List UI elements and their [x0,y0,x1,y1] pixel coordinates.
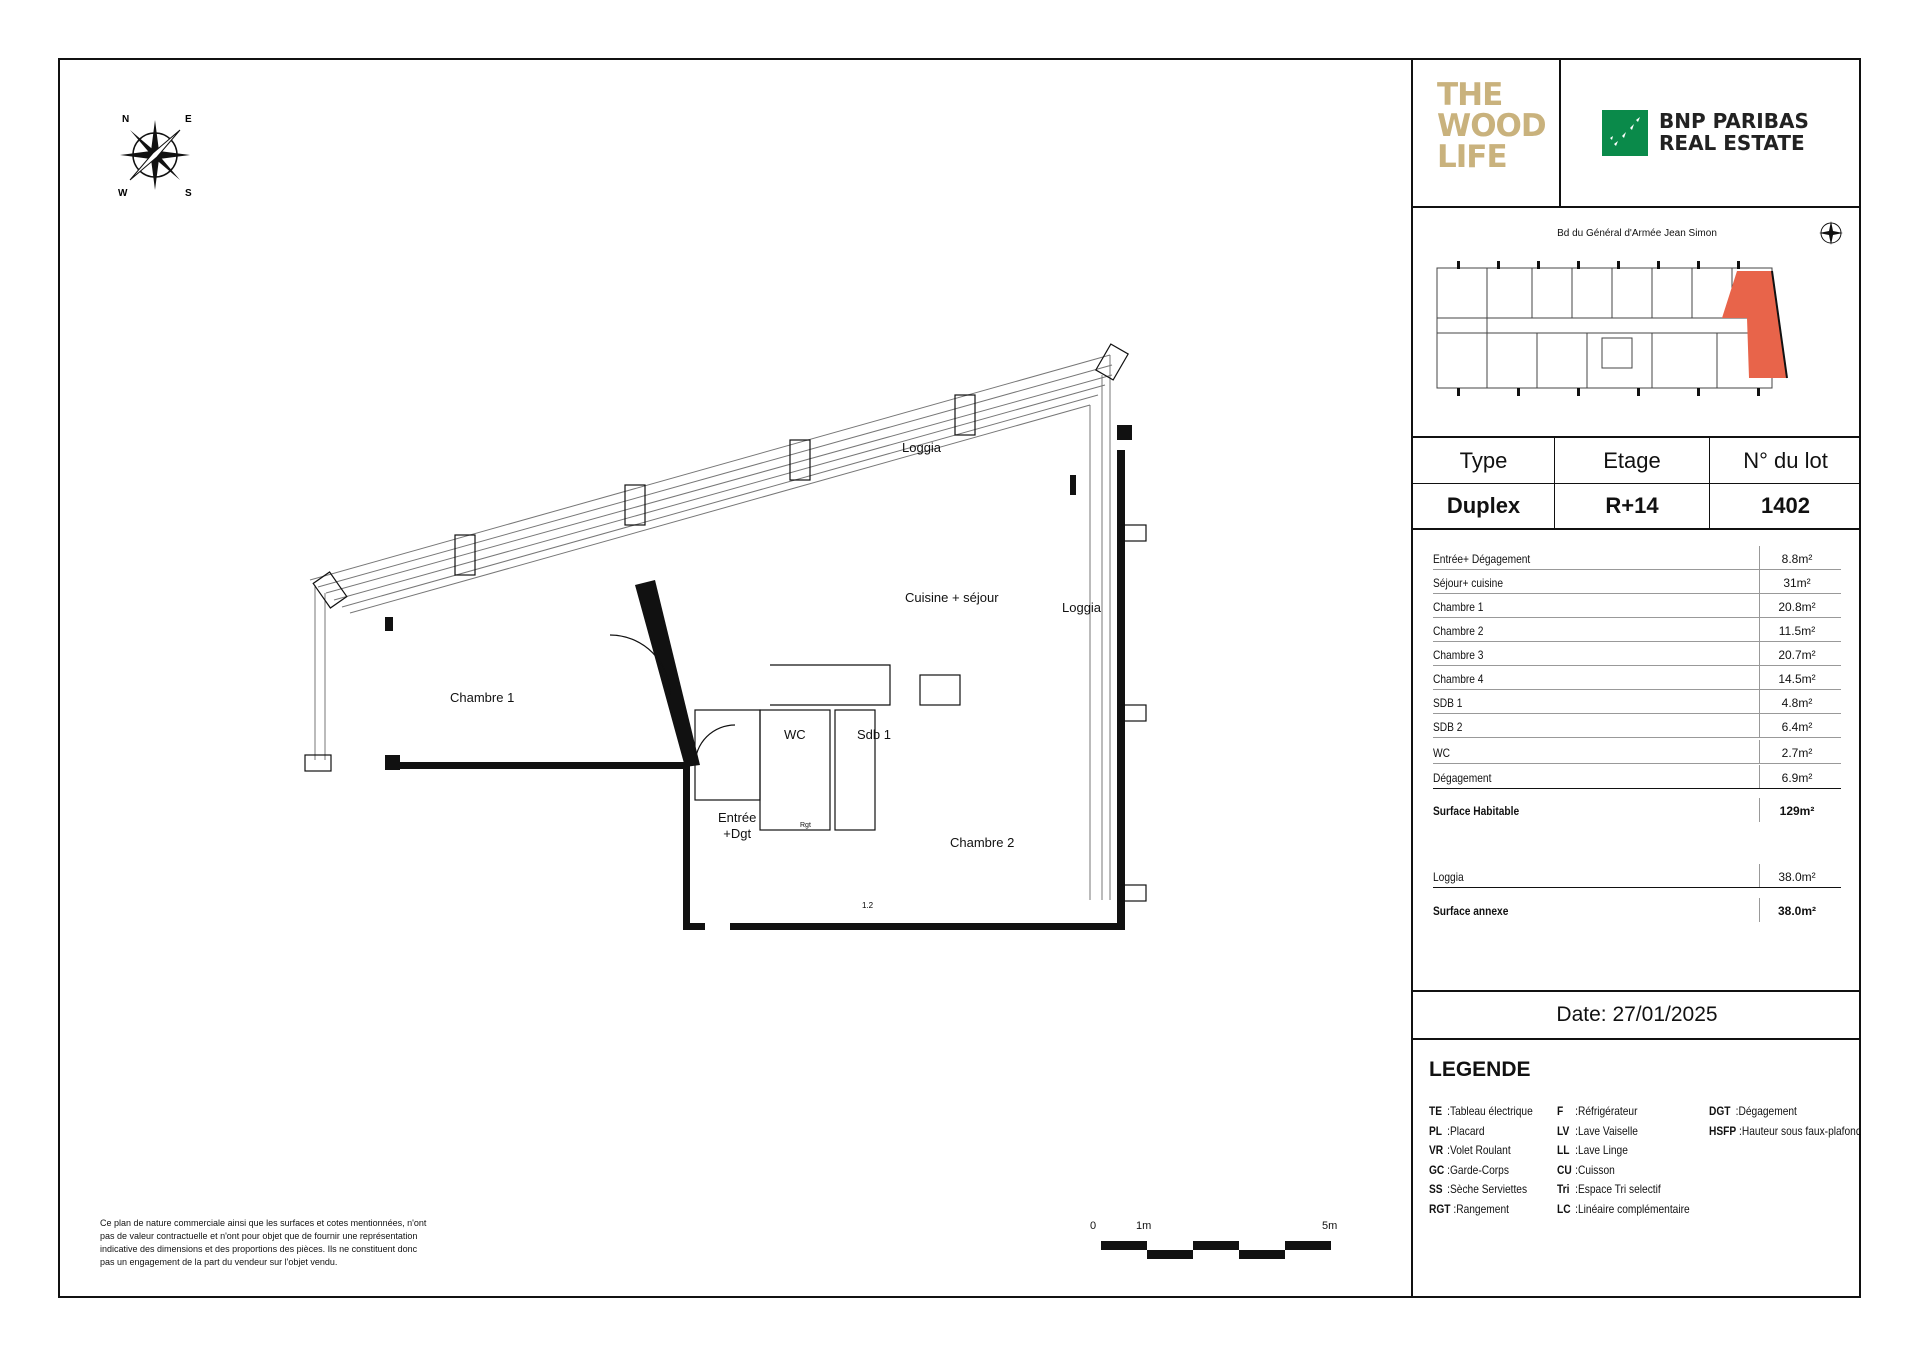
legend-item: F :Réfrigérateur [1557,1104,1638,1118]
info-panel: THE WOOD LIFE BNP PARIBAS REAL ESTATE Bd… [1411,58,1862,1298]
street-name: Bd du Général d'Armée Jean Simon [1557,228,1717,239]
legend-item: Tri :Espace Tri selectif [1557,1182,1661,1196]
compass-e: E [185,114,192,125]
lot-header: N° du lot [1710,438,1861,484]
floor-plan-drawing: 1.2 [304,343,1147,930]
compass-w: W [118,188,128,199]
scale-zero: 0 [1090,1220,1097,1232]
svg-text:1.2: 1.2 [862,901,874,910]
legend-item: VR :Volet Roulant [1429,1143,1511,1157]
compass-s: S [185,188,192,199]
label-rgt: Rgt [800,822,811,829]
legend-item: GC :Garde-Corps [1429,1162,1509,1177]
location-minimap: Bd du Général d'Armée Jean Simon [1413,208,1861,438]
scale-one: 1m [1136,1220,1152,1232]
legend-item: SS :Sèche Serviettes [1429,1182,1528,1196]
label-cuisine-sejour: Cuisine + séjour [905,590,999,605]
building-floorplan-mini [1436,261,1788,396]
wood-life-logo: THE WOOD LIFE [1413,58,1561,206]
legend-item: DGT :Dégagement [1709,1104,1797,1118]
wood-life-logo-text: THE WOOD LIFE [1437,77,1547,175]
label-sdb-1: Sdb 1 [857,727,891,742]
compass-icon: N E S W [118,114,192,199]
label-wc: WC [784,727,806,742]
legend-column: TE :Tableau électrique PL :Placard VR :V… [1429,1104,1551,1221]
type-header: Type [1413,438,1555,484]
scale-five: 5m [1322,1220,1338,1232]
legend-item: LL :Lave Linge [1557,1143,1628,1157]
label-loggia-top: Loggia [902,440,942,455]
type-value: Duplex [1413,484,1555,530]
legend-column: F :Réfrigérateur LV :Lave Vaiselle LL :L… [1557,1104,1713,1221]
legend-title: LEGENDE [1429,1058,1531,1081]
legend-item: LC :Linéaire complémentaire [1557,1201,1690,1216]
legend-item: TE :Tableau électrique [1429,1104,1533,1118]
bnp-logo-text: BNP PARIBAS REAL ESTATE [1659,109,1809,155]
legend-item: PL :Placard [1429,1123,1485,1138]
label-chambre-1: Chambre 1 [450,690,515,705]
disclaimer-text: Ce plan de nature commerciale ainsi que … [100,1218,427,1267]
legend-column: DGT :Dégagement HSFP :Hauteur sous faux-… [1709,1104,1888,1143]
legend-item: CU :Cuisson [1557,1162,1615,1177]
etage-value: R+14 [1555,484,1710,530]
compass-n: N [122,114,129,125]
sheet-frame [58,58,1861,1298]
legend-item: HSFP :Hauteur sous faux-plafond [1709,1123,1862,1138]
legend-item: LV :Lave Vaiselle [1557,1123,1638,1138]
bnp-logo: BNP PARIBAS REAL ESTATE [1563,58,1861,206]
mini-compass-icon [1819,221,1843,245]
scale-bar: 0 1m 5m [1090,1220,1337,1270]
legend-item: RGT :Rangement [1429,1201,1509,1216]
etage-header: Etage [1555,438,1710,484]
lot-value: 1402 [1710,484,1861,530]
label-entree-dgt: Entrée +Dgt [718,810,757,841]
floor-plan: 1.2 Loggia Cuisine + séjour Loggia Chamb… [290,335,1150,940]
bnp-stars-icon [1602,110,1648,156]
logo-area: THE WOOD LIFE BNP PARIBAS REAL ESTATE [1413,58,1861,208]
lot-info-table: Type Etage N° du lot Duplex R+14 1402 [1413,438,1861,532]
plan-date: Date: 27/01/2025 [1413,990,1861,1040]
label-chambre-2: Chambre 2 [950,835,1015,850]
label-loggia-right: Loggia [1062,600,1102,615]
